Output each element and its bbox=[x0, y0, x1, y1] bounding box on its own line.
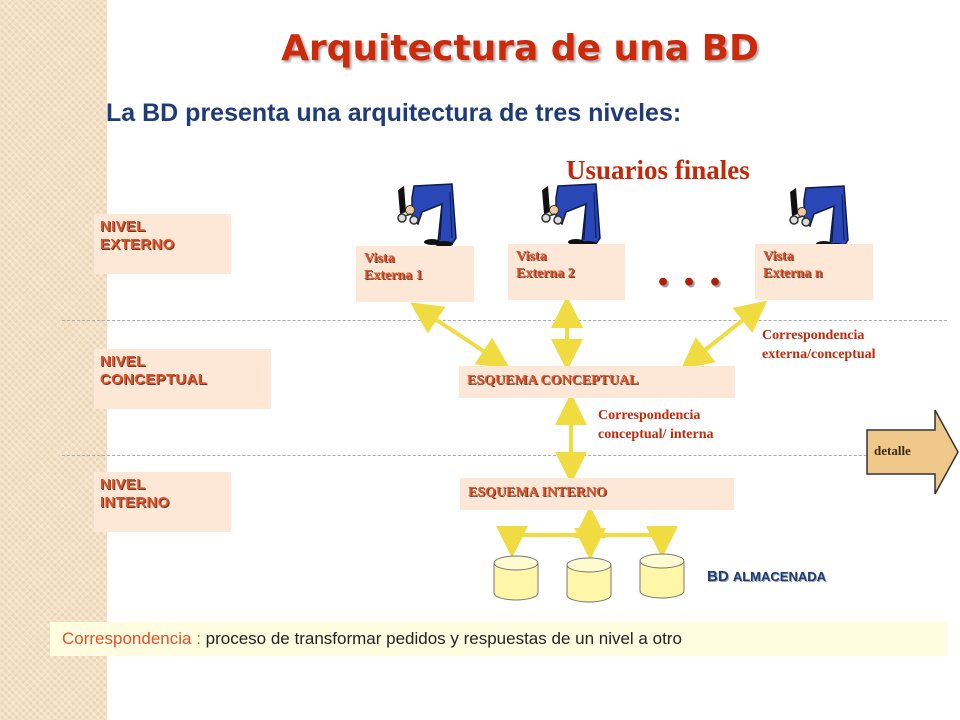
external-view-n-line1: Vista bbox=[763, 249, 794, 264]
external-view-n: Vista Externa n bbox=[755, 244, 873, 300]
external-view-1: Vista Externa 1 bbox=[356, 246, 474, 302]
mapping-label-conceptual-internal: Correspondencia conceptual/ interna bbox=[598, 406, 714, 444]
page-subtitle: La BD presenta una arquitectura de tres … bbox=[106, 99, 682, 127]
database-cylinder-icon bbox=[566, 557, 612, 603]
ellipsis: ... bbox=[657, 243, 735, 296]
external-view-2-line2: Externa 2 bbox=[516, 266, 575, 281]
mapping-label-ec-line1: Correspondencia bbox=[762, 328, 865, 343]
mapping-arrow-view1 bbox=[409, 302, 511, 369]
level-conceptual-line1: NIVEL bbox=[100, 353, 146, 370]
level-interno-line1: NIVEL bbox=[100, 476, 146, 493]
detail-button-label[interactable]: detalle bbox=[874, 443, 911, 458]
definition-bar: Correspondencia : proceso de transformar… bbox=[50, 622, 947, 656]
decorative-side-band bbox=[0, 0, 107, 720]
storage-label: BD ALMACENADA bbox=[707, 568, 826, 585]
level-conceptual: NIVEL CONCEPTUAL bbox=[94, 349, 271, 409]
right-arrow-icon[interactable] bbox=[866, 409, 959, 495]
user-figure-icon bbox=[789, 185, 849, 250]
definition-text: proceso de transformar pedidos y respues… bbox=[205, 629, 682, 648]
level-interno: NIVEL INTERNO bbox=[94, 472, 231, 532]
level-externo-line2: EXTERNO bbox=[100, 236, 175, 253]
storage-label-part2: ALMACENADA bbox=[732, 569, 827, 584]
external-view-n-line2: Externa n bbox=[763, 266, 823, 281]
mapping-label-ci-line1: Correspondencia bbox=[598, 408, 701, 423]
users-label: Usuarios finales bbox=[566, 155, 750, 185]
page-title: Arquitectura de una BD bbox=[281, 28, 759, 69]
mapping-label-ci-line2: conceptual/ interna bbox=[598, 427, 714, 442]
external-view-1-line2: Externa 1 bbox=[364, 268, 423, 283]
conceptual-schema-label: ESQUEMA CONCEPTUAL bbox=[467, 373, 639, 388]
mapping-label-ec-line2: externa/conceptual bbox=[762, 347, 876, 362]
external-view-1-line1: Vista bbox=[364, 251, 395, 266]
internal-schema-label: ESQUEMA INTERNO bbox=[468, 485, 607, 500]
external-view-2: Vista Externa 2 bbox=[508, 244, 625, 300]
user-figure-icon bbox=[397, 183, 457, 248]
internal-schema: ESQUEMA INTERNO bbox=[460, 478, 734, 510]
database-cylinder-icon bbox=[639, 553, 685, 599]
level-externo-line1: NIVEL bbox=[100, 218, 146, 235]
level-interno-line2: INTERNO bbox=[100, 494, 170, 511]
definition-separator: : bbox=[191, 629, 206, 648]
definition-keyword: Correspondencia bbox=[62, 629, 192, 648]
level-conceptual-line2: CONCEPTUAL bbox=[100, 371, 208, 388]
mapping-label-external-conceptual: Correspondencia externa/conceptual bbox=[762, 326, 876, 364]
conceptual-schema: ESQUEMA CONCEPTUAL bbox=[459, 366, 735, 398]
storage-label-part1: BD bbox=[707, 568, 729, 585]
mapping-arrow-viewn bbox=[680, 300, 768, 370]
external-view-2-line1: Vista bbox=[516, 249, 547, 264]
database-cylinder-icon bbox=[493, 555, 539, 601]
divider-conceptual-internal bbox=[62, 455, 947, 456]
user-figure-icon bbox=[541, 183, 601, 248]
level-externo: NIVEL EXTERNO bbox=[94, 214, 231, 274]
